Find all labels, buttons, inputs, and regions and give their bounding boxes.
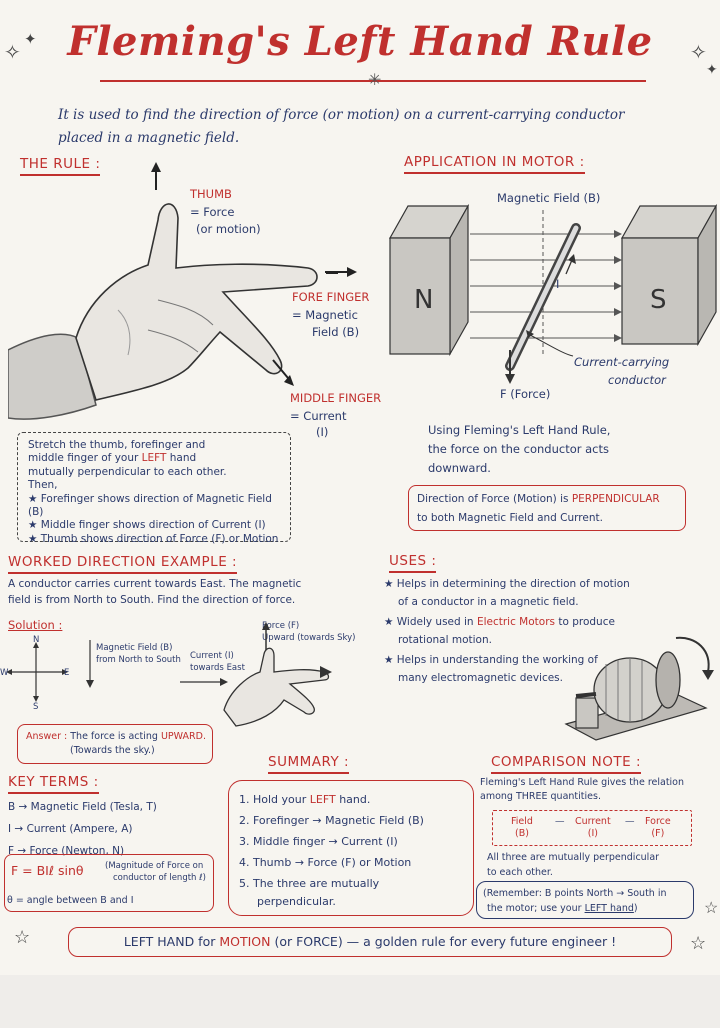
rule-instruction-box: Stretch the thumb, forefinger and middle… [17, 432, 291, 545]
terms-heading: KEY TERMS : [8, 774, 99, 794]
sparkle-icon: ✧ [4, 40, 21, 64]
rule-bullet3: ★ Thumb shows direction of Force (F) or … [28, 532, 279, 545]
uses-heading: USES : [389, 553, 436, 573]
rule-bullet1: ★ Forefinger shows direction of Magnetic… [28, 492, 272, 519]
conductor-line1: Current-carrying [574, 355, 670, 369]
comparison-heading: COMPARISON NOTE : [491, 754, 641, 774]
north-pole-label: N [414, 285, 434, 315]
intro-text: It is used to find the direction of forc… [58, 107, 625, 146]
south-pole-label: S [650, 285, 667, 315]
star-icon: ☆ [690, 933, 707, 954]
title-underline [100, 80, 646, 82]
rule-heading: THE RULE : [20, 156, 100, 176]
bullet-star-icon: ★ [28, 519, 41, 532]
summary-step-4: 4. Thumb → Force (F) or Motion [239, 856, 412, 869]
page-title: Fleming's Left Hand Rule [67, 18, 653, 65]
term-b: B → Magnetic Field (Tesla, T) [8, 801, 157, 813]
force-label: F (Force) [500, 387, 551, 401]
example-question: A conductor carries current towards East… [8, 578, 302, 606]
force-note: Force (F) Upward (towards Sky) [262, 621, 356, 643]
middle-line1: = Current [290, 409, 347, 423]
remember-box: (Remember: B points North → South in the… [476, 881, 694, 919]
field-note: Magnetic Field (B) from North to South [96, 643, 181, 665]
bullet-star-icon: ★ [28, 492, 41, 505]
compass-n: N [33, 635, 40, 645]
fore-line2: Field (B) [312, 325, 360, 339]
bullet-star-icon: ★ [384, 616, 397, 628]
current-i-label: I [556, 277, 560, 291]
summary-heading: SUMMARY : [268, 754, 349, 774]
rule-line1: Stretch the thumb, forefinger and [28, 439, 206, 451]
middle-title: MIDDLE FINGER [290, 391, 382, 405]
comparison-perpendicular: All three are mutually perpendicular to … [487, 852, 660, 878]
electric-motor-illustration [564, 636, 714, 741]
current-arrow-east [180, 678, 228, 686]
compass-e: E [64, 668, 70, 678]
motor-heading: APPLICATION IN MOTOR : [404, 154, 585, 174]
use-item-1: ★ Helps in determining the direction of … [384, 578, 630, 590]
term-i: I → Current (Ampere, A) [8, 823, 133, 835]
formula-box: F = BIℓ sinθ (Magnitude of Force on cond… [4, 854, 214, 912]
compass-rose [6, 642, 68, 702]
current-note: Current (I) towards East [190, 651, 245, 673]
bullet-star-icon: ★ [28, 532, 41, 545]
thumb-title: THUMB [190, 187, 232, 201]
rule-line2: middle finger of your LEFT hand [28, 452, 197, 465]
compass-w: W [0, 668, 9, 678]
use-item-3: ★ Helps in understanding the working of [384, 654, 598, 666]
forefinger-arrow [325, 267, 357, 277]
summary-step-3: 3. Middle finger → Current (I) [239, 835, 398, 848]
motor-note: Using Fleming's Left Hand Rule, the forc… [428, 423, 611, 475]
summary-step-2: 2. Forefinger → Magnetic Field (B) [239, 814, 424, 827]
perpendicular-box: Direction of Force (Motion) is PERPENDIC… [408, 485, 686, 531]
summary-step-1: 1. Hold your LEFT hand. [239, 793, 371, 806]
solution-label: Solution : [8, 618, 63, 632]
middle-line2: (I) [316, 425, 329, 439]
comparison-intro: Fleming's Left Hand Rule gives the relat… [480, 777, 685, 802]
sparkle-icon: ✧ [690, 40, 707, 64]
field-arrow-down [86, 640, 94, 688]
conductor-line2: conductor [608, 373, 666, 387]
rule-bullet2: ★ Middle finger shows direction of Curre… [28, 519, 266, 532]
thumb-line1: = Force [190, 205, 235, 219]
summary-box: 1. Hold your LEFT hand. 2. Forefinger → … [228, 780, 474, 916]
rule-line3: mutually perpendicular to each other. [28, 465, 227, 478]
left-hand-illustration [8, 162, 338, 420]
bottom-band [0, 975, 720, 1028]
motor-diagram [388, 204, 718, 384]
sparkle-icon: ✦ [24, 30, 37, 48]
compass-s: S [33, 702, 39, 712]
bullet-star-icon: ★ [384, 654, 397, 666]
theta-note: θ = angle between B and I [7, 895, 134, 906]
formula-note: (Magnitude of Force on conductor of leng… [105, 861, 206, 883]
formula: F = BIℓ sinθ [11, 863, 84, 878]
bullet-star-icon: ★ [384, 578, 397, 590]
uses-list: ★ Helps in determining the direction of … [384, 575, 684, 687]
footer-banner: LEFT HAND for MOTION (or FORCE) — a gold… [68, 927, 672, 957]
fore-line1: = Magnetic [292, 308, 358, 322]
quantities-box: Field(B) — Current(I) — Force(F) [492, 810, 692, 846]
terms-list: B → Magnetic Field (Tesla, T) I → Curren… [8, 796, 228, 862]
motor-field-label: Magnetic Field (B) [497, 191, 601, 205]
example-heading: WORKED DIRECTION EXAMPLE : [8, 554, 237, 574]
answer-box: Answer : The force is acting UPWARD. (To… [17, 724, 213, 764]
sparkle-icon: ✦ [706, 62, 718, 78]
fore-title: FORE FINGER [292, 290, 370, 304]
small-hand-illustration [223, 622, 332, 727]
poster-sheet [0, 0, 720, 975]
thumb-line2: (or motion) [196, 222, 261, 236]
star-icon: ☆ [14, 927, 31, 948]
use-item-2: ★ Widely used in Electric Motors to prod… [384, 616, 615, 628]
sparkle-icon: ✳ [368, 70, 382, 89]
rule-line4: Then, [28, 479, 58, 492]
star-icon: ☆ [704, 898, 719, 917]
summary-step-5: 5. The three are mutually [239, 877, 380, 890]
